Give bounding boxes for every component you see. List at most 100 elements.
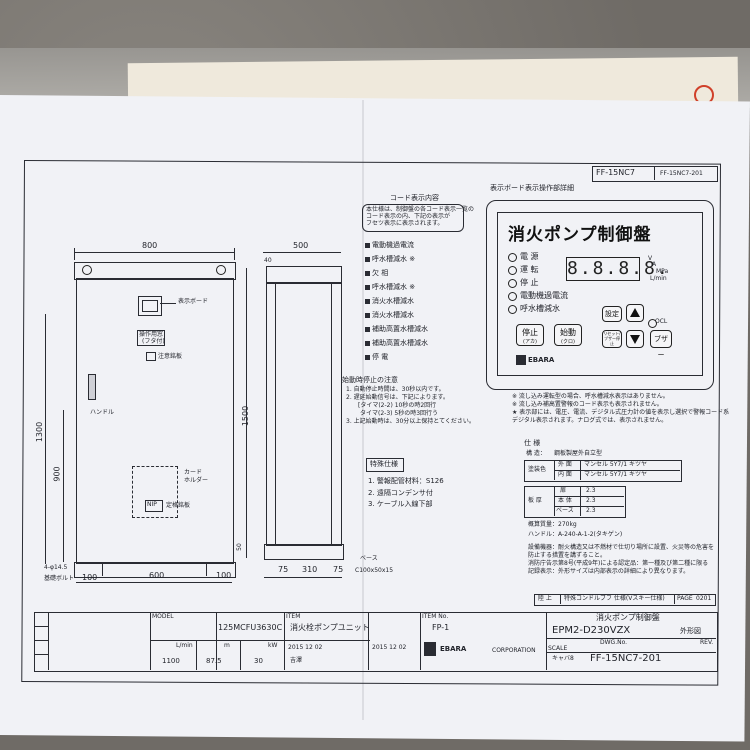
drawing-number: FF-15NC7-201 <box>590 653 662 664</box>
notes-header-row <box>534 594 716 606</box>
display-board-header: 表示ボード表示操作部詳細 <box>490 184 574 192</box>
flow-value: 1100 <box>162 657 180 665</box>
side-cabinet-body <box>266 282 342 546</box>
code-item: 消火水槽減水 <box>372 311 414 319</box>
power-lamp-icon <box>508 253 517 262</box>
side-roof <box>266 266 342 284</box>
date-1: 2015 12 02 <box>288 644 323 651</box>
foundation-bolt-note: 基礎ボルト <box>44 575 75 582</box>
specs-title: 仕 様 <box>524 439 541 447</box>
ebara-logo-mark <box>516 355 526 365</box>
buzzer-button[interactable]: ブザー <box>650 330 672 359</box>
handle-shape <box>88 374 96 400</box>
arrow-up-icon <box>630 308 640 317</box>
card-holder-label: カード <box>184 469 203 476</box>
front-height-mid: 900 <box>52 466 62 482</box>
display-board-window <box>138 296 162 316</box>
lamp-label: 電 源 <box>520 252 539 261</box>
card-holder-sub: ホルダー <box>184 477 209 484</box>
drafter-name: 吉澤 <box>290 657 303 664</box>
control-panel-face <box>497 212 703 376</box>
nip-label: NIP <box>147 501 157 508</box>
side-dim-3: 75 <box>333 565 344 574</box>
old-number: キャバ8 <box>552 655 574 662</box>
front-cabinet-body <box>76 278 234 564</box>
sheet-number-box <box>592 166 718 182</box>
hole-note: 4-φ14.5 <box>44 564 68 571</box>
date-2: 2015 12 02 <box>372 644 407 651</box>
front-bottom-width: 600 <box>149 571 165 580</box>
lifting-eye-left <box>82 265 92 275</box>
handle-label: ハンドル <box>90 409 115 416</box>
paper-fold-line <box>362 100 364 720</box>
power-value: 30 <box>254 657 263 665</box>
reset-button[interactable]: リセット/ブザー停止 <box>602 330 622 348</box>
set-button[interactable]: 設定 <box>602 306 622 322</box>
side-top-offset: 40 <box>264 257 272 264</box>
lamp-label: 電動機過電流 <box>520 291 568 300</box>
item-name: 消火栓ポンプユニット <box>290 623 370 632</box>
rating-plate-label: 定格銘板 <box>166 502 191 509</box>
weight-note: 概算質量：270kg <box>528 521 577 528</box>
front-height-total: 1300 <box>35 421 45 443</box>
side-base <box>264 544 344 560</box>
drawing-kind: 外形図 <box>680 627 701 635</box>
company-name: EBARA <box>440 645 467 653</box>
down-button[interactable] <box>626 330 644 348</box>
timer-notes-title: 始動時停止の注意 <box>342 376 398 384</box>
front-top-lid <box>74 262 236 280</box>
side-height: 1500 <box>241 405 251 427</box>
drawing-title: 消火ポンプ制御盤 <box>596 613 660 622</box>
title-block-frame <box>34 612 718 672</box>
code-item: 呼水槽減水 ※ <box>372 283 416 291</box>
ocl-label: OCL <box>655 318 668 325</box>
front-left-margin: 100 <box>82 573 98 582</box>
drawing-model: EPM2-D230VZX <box>552 625 631 636</box>
caution-plate-label: 注意銘板 <box>158 353 183 360</box>
stop-button[interactable]: 停止 (アカ) <box>516 324 544 346</box>
segment-display: 8.8.8.8. <box>566 257 670 281</box>
ocl-lamp-icon <box>648 319 657 328</box>
card-holder-outline <box>132 466 178 518</box>
code-item: 電動機過電流 <box>372 241 414 249</box>
model-number: 125MCFU3630C <box>218 623 283 632</box>
coating-table <box>524 460 682 482</box>
sheet-number-sub: FF-15NC7-201 <box>660 170 703 177</box>
company-logo-mark <box>424 642 436 656</box>
up-button[interactable] <box>626 304 644 322</box>
operation-window-sub: (フタ付) <box>142 338 165 345</box>
control-panel-title: 消火ポンプ制御盤 <box>508 225 652 245</box>
run-lamp-icon <box>508 266 517 275</box>
lifting-eye-right <box>216 265 226 275</box>
code-item: 呼水槽減水 ※ <box>372 255 416 263</box>
stop-lamp-icon <box>508 279 517 288</box>
lamp-label: 呼水槽減水 <box>520 304 560 313</box>
thickness-table <box>524 486 626 518</box>
nip-plate <box>145 500 163 512</box>
front-width-label: 800 <box>142 241 158 250</box>
side-bottom-offset: 50 <box>235 543 243 551</box>
operation-window-label: 操作用窓 <box>139 331 164 338</box>
code-note-balloon <box>362 204 464 232</box>
code-item: 消火水槽減水 <box>372 297 414 305</box>
code-item: 補助高置水槽減水 <box>372 325 428 333</box>
low-water-lamp-icon <box>508 305 517 314</box>
lamp-label: 運 転 <box>520 265 539 274</box>
special-spec-title: 特殊仕様 <box>370 460 398 468</box>
arrow-down-icon <box>630 335 640 344</box>
front-right-margin: 100 <box>216 571 232 580</box>
code-item: 停 電 <box>372 353 389 361</box>
start-button[interactable]: 始動 (クロ) <box>554 324 582 346</box>
lamp-label: 停 止 <box>520 278 539 287</box>
overcurrent-lamp-icon <box>508 292 517 301</box>
sheet-number: FF-15NC7 <box>596 168 635 177</box>
item-number: FP-1 <box>432 623 450 632</box>
caution-plate <box>146 352 156 361</box>
front-base <box>74 562 236 578</box>
side-dim-2: 310 <box>302 565 318 574</box>
base-note: ベース <box>360 555 378 562</box>
base-size: C100x50x15 <box>355 567 394 574</box>
side-dim-1: 75 <box>278 565 289 574</box>
code-item: 欠 相 <box>372 269 389 277</box>
code-section-title: コード表示内容 <box>390 194 439 202</box>
